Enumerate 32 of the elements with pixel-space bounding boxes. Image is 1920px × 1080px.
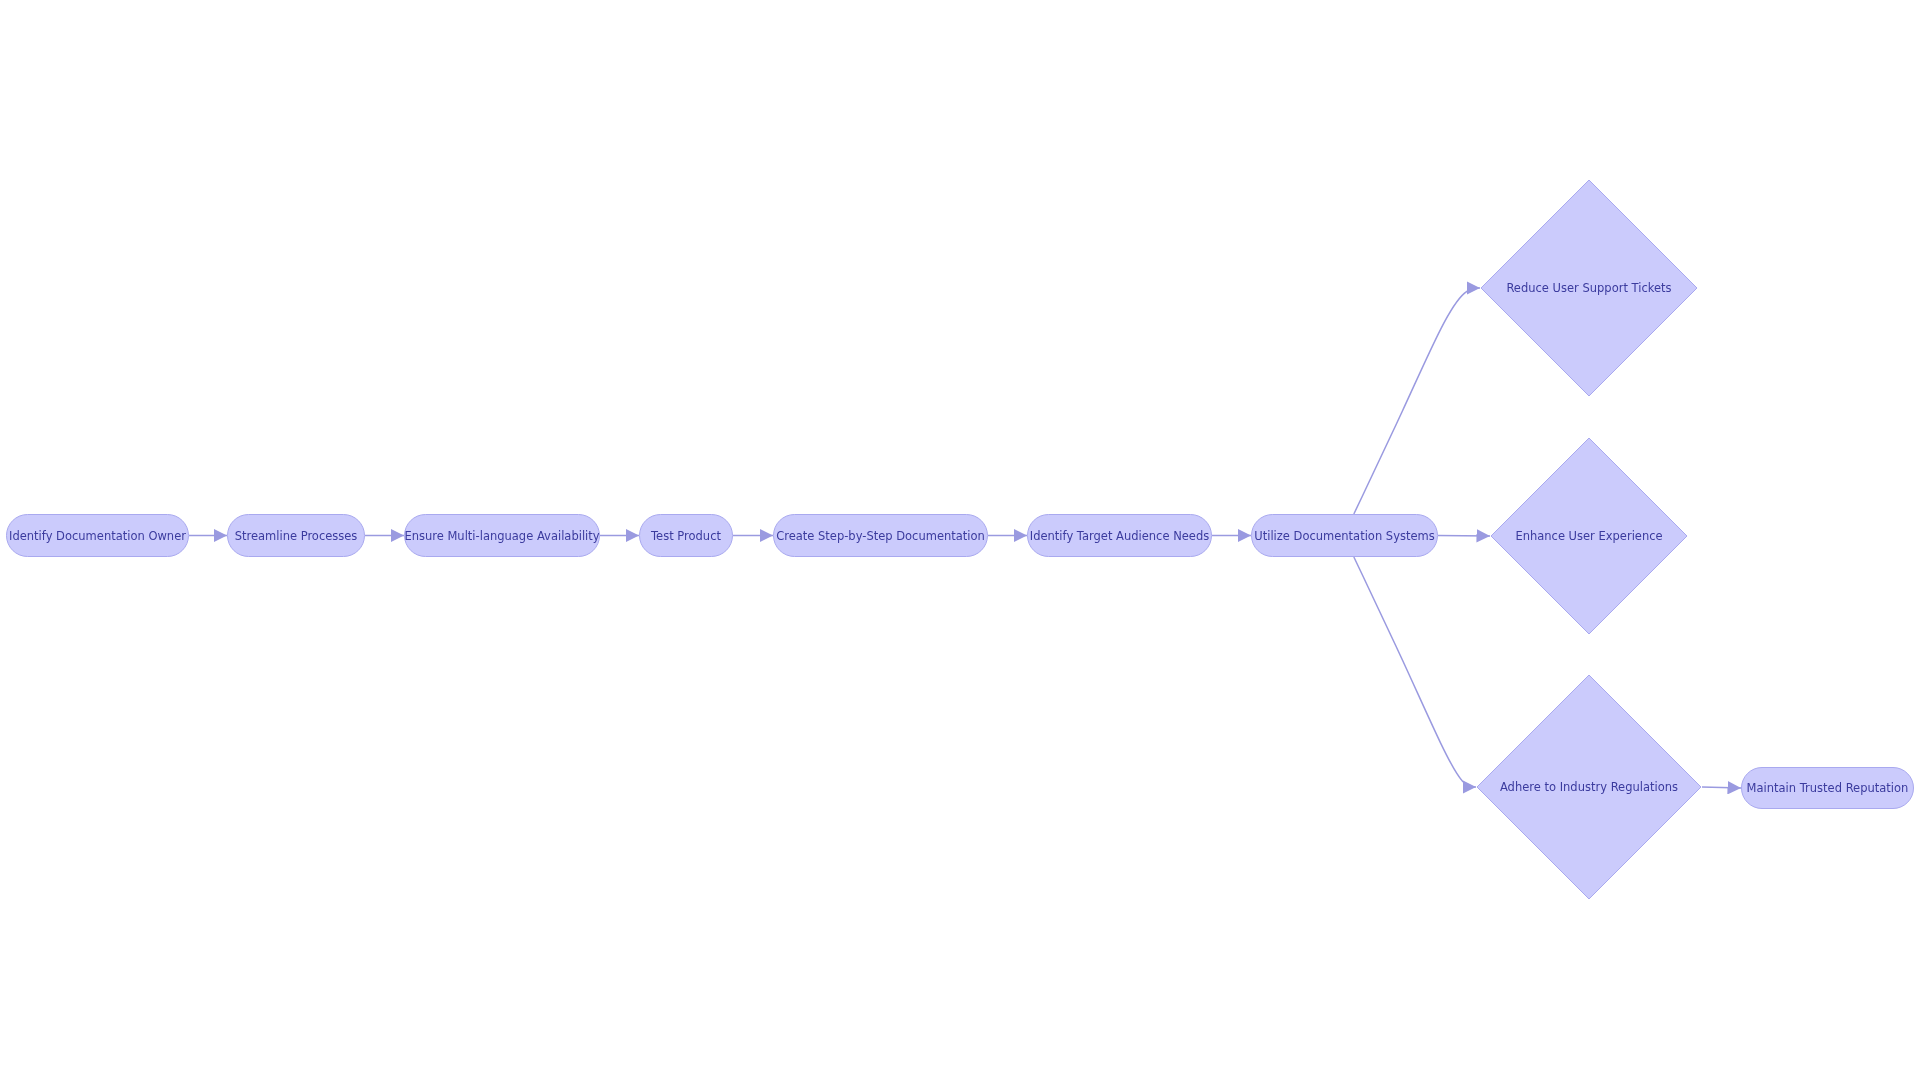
node-label: Test Product <box>651 528 721 543</box>
process-box <box>1027 514 1212 557</box>
arrow <box>599 528 640 543</box>
arrow <box>1701 780 1742 795</box>
arrow <box>364 528 405 543</box>
process-box <box>1741 767 1914 809</box>
arrow <box>732 528 774 543</box>
node-label: Ensure Multi-language Availability <box>404 528 600 543</box>
arrow <box>188 528 228 543</box>
process-box <box>639 514 733 557</box>
process-box <box>227 514 365 557</box>
node-label: Utilize Documentation Systems <box>1254 528 1435 543</box>
process-box <box>6 514 189 557</box>
decision-diamond <box>1480 179 1698 397</box>
arrow <box>1353 556 1477 794</box>
process-box <box>404 514 600 557</box>
process-box <box>773 514 988 557</box>
node-label: Create Step-by-Step Documentation <box>776 528 985 543</box>
arrow <box>1437 529 1491 543</box>
node-label: Maintain Trusted Reputation <box>1746 781 1909 795</box>
node-label: Identify Target Audience Needs <box>1029 528 1210 543</box>
arrow <box>987 528 1028 543</box>
node-label: Adhere to Industry Regulations <box>1499 780 1679 794</box>
node-label: Reduce User Support Tickets <box>1506 281 1672 295</box>
node-label: Enhance User Experience <box>1515 529 1663 543</box>
arrow <box>1211 528 1252 543</box>
arrow <box>1353 281 1481 515</box>
process-box <box>1251 514 1438 557</box>
decision-diamond <box>1490 437 1688 635</box>
decision-diamond <box>1476 674 1702 900</box>
node-label: Identify Documentation Owner <box>9 528 186 543</box>
node-label: Streamline Processes <box>234 528 358 543</box>
